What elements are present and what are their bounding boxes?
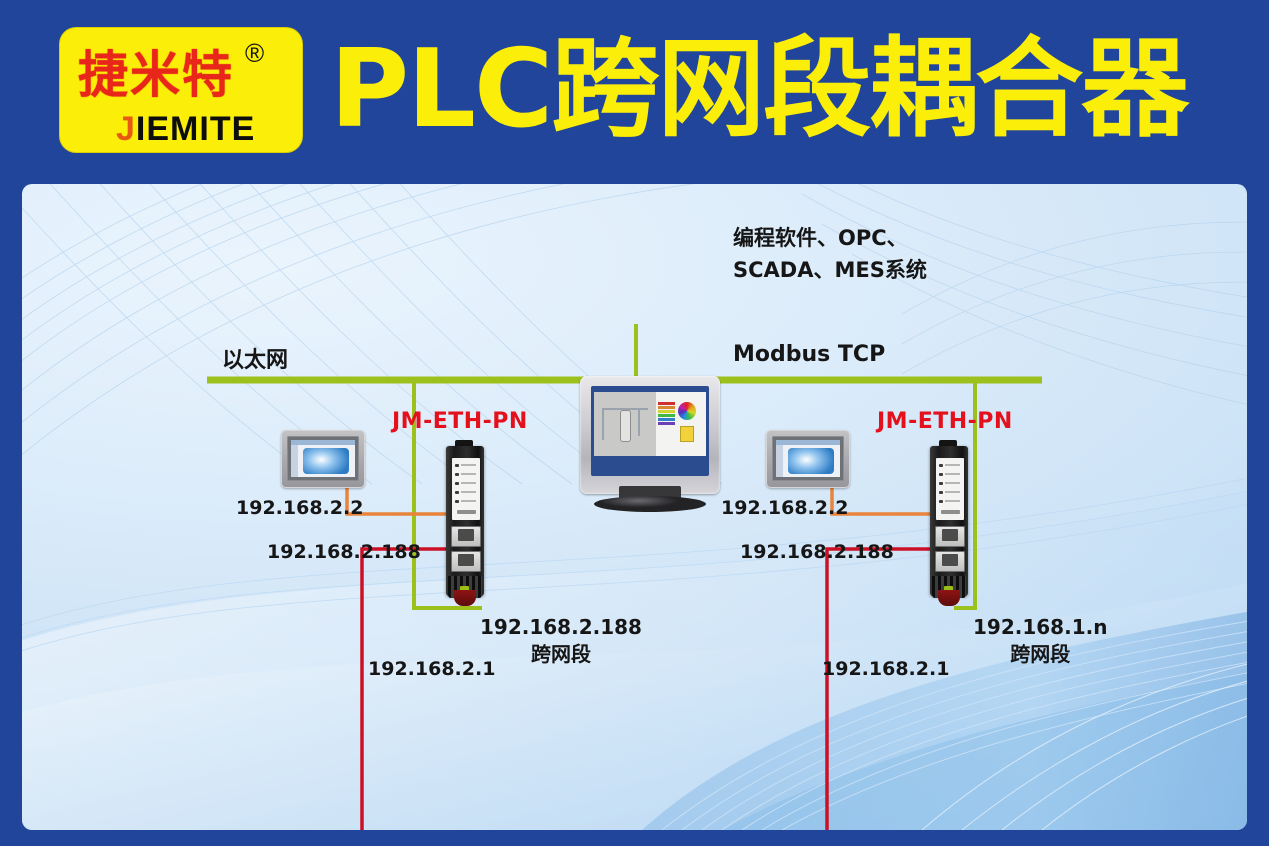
- right-gateway-name: JM-ETH-PN: [877, 409, 1013, 434]
- right-gateway-ip: 192.168.2.188: [740, 541, 894, 563]
- left-rj45-port-2: [451, 551, 481, 572]
- right-gateway-din-clip: [938, 590, 960, 606]
- left-gateway-din-clip: [454, 590, 476, 606]
- right-crossnet-label: 跨网段: [1010, 642, 1071, 666]
- logo-english-initial: J: [116, 110, 136, 148]
- left-crossnet-label: 跨网段: [530, 642, 591, 666]
- right-rj45-port-2: [935, 551, 965, 572]
- left-gateway-green-line-horizontal: [412, 604, 482, 610]
- right-hmi-screen: [776, 440, 840, 477]
- left-hmi-titlebar: [291, 440, 355, 445]
- left-hmi-inner: [287, 436, 359, 481]
- left-gateway-module: [446, 440, 484, 610]
- left-gateway-ip: 192.168.2.188: [267, 541, 421, 563]
- right-gateway-connector: [939, 440, 957, 448]
- left-plc-cable: [360, 547, 446, 830]
- left-gateway-rj45-ports: [451, 526, 481, 572]
- right-hmi-inner: [772, 436, 844, 481]
- monitor-bezel: [580, 376, 720, 494]
- right-gateway-module: [930, 440, 968, 610]
- ethernet-label: 以太网: [222, 348, 289, 373]
- right-hmi-titlebar: [776, 440, 840, 445]
- host-pc-monitor: [580, 376, 736, 524]
- left-plc-ip: 192.168.2.1: [368, 658, 496, 680]
- right-hmi-graphic: [788, 448, 834, 474]
- left-gateway-green-terminal: [460, 586, 469, 592]
- scada-process-view: [594, 392, 656, 456]
- right-hmi-ip: 192.168.2.2: [721, 497, 849, 519]
- left-gateway-faceplate: [452, 458, 480, 520]
- scada-tank-icon: [620, 410, 631, 442]
- scada-yellow-panel: [680, 426, 694, 442]
- left-hmi-panel: [281, 430, 365, 488]
- logo-english-rest: IEMITE: [135, 110, 256, 148]
- right-plc-ip: 192.168.2.1: [822, 658, 950, 680]
- left-hmi-ip: 192.168.2.2: [236, 497, 364, 519]
- host-caption-line2: SCADA、MES系统: [733, 258, 927, 282]
- logo-chinese-text: 捷米特: [78, 46, 234, 104]
- right-gateway-body: [930, 446, 968, 598]
- color-wheel-icon: [678, 402, 696, 420]
- right-rj45-port-1: [935, 526, 965, 547]
- monitor-stand: [594, 496, 706, 512]
- left-hmi-graphic: [303, 448, 349, 474]
- company-logo: 捷米特 ® JIEMITE: [60, 28, 302, 152]
- right-crossnet-block: 192.168.1.n 跨网段: [973, 614, 1107, 668]
- host-caption: 编程软件、OPC、 SCADA、MES系统: [733, 222, 927, 286]
- right-plc-cable: [825, 547, 930, 830]
- right-crossnet-ip: 192.168.1.n: [973, 615, 1108, 639]
- left-gateway-body: [446, 446, 484, 598]
- right-gateway-faceplate: [936, 458, 964, 520]
- modbus-tcp-label: Modbus TCP: [733, 342, 886, 367]
- left-crossnet-block: 192.168.2.188 跨网段: [480, 614, 642, 668]
- logo-english-text: JIEMITE: [116, 110, 255, 149]
- page-title: PLC跨网段耦合器: [330, 27, 1189, 152]
- network-topology-diagram: 编程软件、OPC、 SCADA、MES系统 以太网 Modbus TCP JM-…: [22, 184, 1247, 830]
- right-gateway-green-line-horizontal: [954, 604, 977, 610]
- left-gateway-name: JM-ETH-PN: [392, 409, 528, 434]
- host-caption-line1: 编程软件、OPC、: [733, 226, 908, 250]
- left-gateway-connector: [455, 440, 473, 448]
- header-banner: 捷米特 ® JIEMITE PLC跨网段耦合器: [0, 0, 1269, 178]
- left-hmi-sidebar: [291, 445, 298, 477]
- monitor-screen-frame: [591, 386, 709, 476]
- right-gateway-green-terminal: [944, 586, 953, 592]
- left-hmi-screen: [291, 440, 355, 477]
- left-crossnet-ip: 192.168.2.188: [480, 615, 642, 639]
- left-rj45-port-1: [451, 526, 481, 547]
- right-hmi-panel: [766, 430, 850, 488]
- right-hmi-sidebar: [776, 445, 783, 477]
- registered-trademark-icon: ®: [245, 38, 265, 68]
- monitor-screen: [594, 392, 706, 456]
- right-gateway-rj45-ports: [935, 526, 965, 572]
